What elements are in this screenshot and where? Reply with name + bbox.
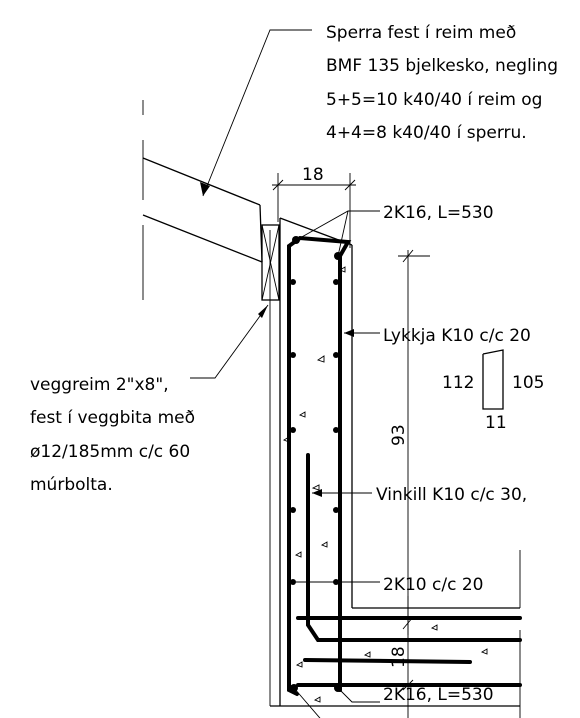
stirrup-leader-arrow: [344, 329, 354, 337]
reinforcement: [282, 235, 522, 703]
top-bars-label: 2K16, L=530: [383, 203, 494, 223]
bottom-bars-leader-2: [337, 687, 380, 703]
bottom-bars-label: 2K16, L=530: [383, 685, 494, 705]
dim-18-tick-right: [344, 179, 356, 191]
wallplate-note-leader: [190, 304, 269, 379]
rebar-dot: [290, 507, 296, 513]
slab-mid-bar: [303, 658, 472, 664]
rafter-note-line-1: Sperra fest í reim með: [326, 23, 516, 43]
wallplate-note-line-1: veggreim 2"x8",: [30, 375, 169, 395]
dim-top-width-label: 18: [302, 165, 324, 185]
dim-slab-tick: [402, 679, 414, 691]
wallplate-note-line-2: fest í veggbita með: [30, 408, 195, 428]
angle-bar: [306, 453, 522, 642]
dim-93-tick-top: [402, 249, 414, 263]
rebar-dot: [290, 279, 296, 285]
annotations: Sperra fest í reim með BMF 135 bjelkesko…: [30, 23, 558, 705]
top-bars-leader-2: [337, 210, 349, 257]
rafter-top-edge: [142, 157, 261, 206]
rafter-note-leader: [202, 29, 312, 197]
top-bars-leader: [299, 210, 380, 239]
dim-18-tick-left: [272, 179, 284, 191]
leader-lines: [190, 29, 504, 718]
rafter-note-line-3: 5+5=10 k40/40 í reim og: [326, 90, 542, 110]
wallplate-leader-arrow: [258, 305, 268, 318]
rafter-note-line-2: BMF 135 bjelkesko, negling: [326, 56, 558, 76]
rebar-dot: [290, 427, 296, 433]
stirrup-shape-sketch: [482, 349, 504, 410]
stirrup-height-left-label: 112: [442, 373, 474, 393]
concrete-outline: [269, 217, 521, 718]
wall-plate: [261, 224, 280, 301]
stirrup-width-label: 11: [485, 413, 507, 433]
angle-bar-leader-arrow: [312, 489, 322, 497]
rebar-dot: [333, 427, 339, 433]
rafter-leader-arrow: [200, 182, 210, 196]
rafter-bottom-edge: [142, 214, 263, 263]
rebar-dot: [333, 352, 339, 358]
dim-wall-height-label: 93: [389, 424, 409, 446]
rebar-dot: [333, 279, 339, 285]
dimension-lines: [272, 173, 430, 718]
rafter: [142, 100, 263, 300]
bottom-bars-leader: [293, 687, 321, 718]
concrete-aggregate-marks: [282, 266, 488, 703]
rebar-dot: [290, 352, 296, 358]
angle-bar-label: Vinkill K10 c/c 30,: [376, 485, 527, 505]
wallplate-note-line-3: ø12/185mm c/c 60: [30, 442, 190, 462]
stirrup-label: Lykkja K10 c/c 20: [383, 326, 531, 346]
stirrup-height-right-label: 105: [512, 373, 544, 393]
rebar-dot: [333, 507, 339, 513]
dim-slab-thickness-label: 18: [389, 646, 409, 668]
wall-plate-cross-2: [261, 224, 280, 301]
rebar-dot: [290, 579, 296, 585]
rafter-note-line-4: 4+4=8 k40/40 í sperru.: [326, 123, 527, 143]
wallplate-note-line-4: múrbolta.: [30, 475, 113, 495]
slab-bars-label: 2K10 c/c 20: [383, 575, 483, 595]
rebar-dot-top-left: [292, 236, 300, 244]
wall-plate-section: [261, 224, 280, 301]
